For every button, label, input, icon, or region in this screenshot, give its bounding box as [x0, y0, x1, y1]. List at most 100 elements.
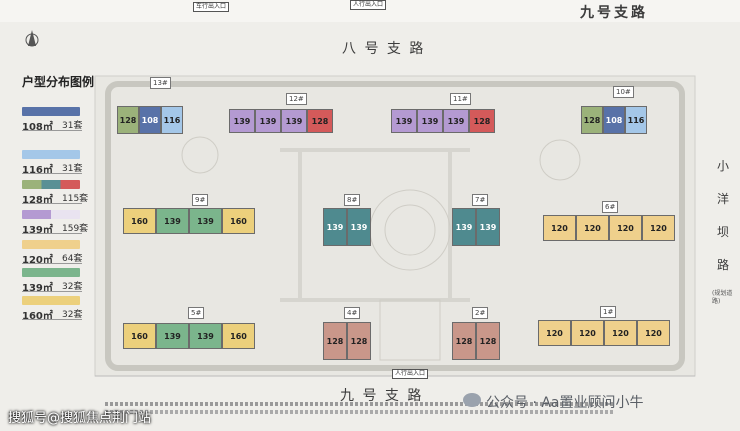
legend-divider [22, 291, 82, 292]
footer-text-line [105, 402, 615, 406]
unit-block[interactable]: 139 [443, 109, 469, 133]
legend-count: 159套 [62, 224, 89, 234]
unit-block[interactable]: 116 [161, 106, 183, 134]
road-east-char: 坝 [716, 225, 729, 239]
tower-number-tag: 13# [150, 77, 171, 89]
road-topright-label: 九号支路 [580, 5, 648, 21]
watermark-bottom-left: 搜狐号@搜狐焦点荆门站 [8, 411, 152, 426]
road-east-char: 小 [716, 159, 729, 173]
tower-number-tag: 8# [344, 194, 361, 206]
unit-block[interactable]: 139 [156, 208, 189, 234]
pedestrian-entrance-top-label: 人行出入口 [350, 0, 387, 10]
unit-block[interactable]: 139 [189, 323, 222, 349]
tower-number-tag: 4# [344, 307, 361, 319]
unit-block[interactable]: 120 [642, 215, 675, 241]
legend-area: 120㎡ [22, 255, 53, 266]
unit-block[interactable]: 128 [307, 109, 333, 133]
road-east-note: (规划道路) [712, 290, 733, 305]
watermark-bottom-right: 公众号 · Aa置业顾问小牛 [486, 395, 644, 411]
unit-block[interactable]: 128 [476, 322, 500, 360]
legend-count: 64套 [62, 254, 83, 264]
tower-number-tag: 11# [450, 93, 471, 105]
unit-block[interactable]: 139 [452, 208, 476, 246]
unit-block[interactable]: 160 [123, 323, 156, 349]
tower-number-tag: 2# [472, 307, 489, 319]
footer-text-line [105, 410, 615, 414]
unit-block[interactable]: 128 [581, 106, 603, 134]
legend-count: 31套 [62, 164, 83, 174]
legend-swatch [22, 150, 80, 159]
legend-title: 户型分布图例 [22, 75, 95, 89]
legend-divider [22, 233, 82, 234]
tower-number-tag: 12# [286, 93, 307, 105]
unit-block[interactable]: 128 [347, 322, 371, 360]
unit-block[interactable]: 128 [323, 322, 347, 360]
legend-area: 116㎡ [22, 165, 53, 176]
legend-count: 32套 [62, 310, 83, 320]
legend-count: 32套 [62, 282, 83, 292]
road-north-label: 八 号 支 路 [342, 41, 426, 57]
legend-area: 139㎡ [22, 225, 53, 236]
legend-item: 116㎡ 31套 [22, 150, 82, 176]
unit-block[interactable]: 120 [604, 320, 637, 346]
unit-block[interactable]: 120 [609, 215, 642, 241]
unit-block[interactable]: 139 [417, 109, 443, 133]
unit-block[interactable]: 139 [281, 109, 307, 133]
unit-block[interactable]: 139 [229, 109, 255, 133]
legend-divider [22, 263, 82, 264]
unit-block[interactable]: 120 [538, 320, 571, 346]
unit-block[interactable]: 139 [156, 323, 189, 349]
legend-divider [22, 203, 82, 204]
road-east-label: 小 洋 坝 路 [716, 150, 730, 282]
unit-block[interactable]: 128 [452, 322, 476, 360]
road-south-label: 九 号 支 路 [340, 388, 424, 404]
road-east-char: 洋 [716, 192, 729, 206]
legend-divider [22, 173, 82, 174]
footer-disclaimer [105, 402, 615, 414]
legend-item: 139㎡ 159套 [22, 210, 88, 236]
tower-number-tag: 10# [613, 86, 634, 98]
unit-block[interactable]: 120 [571, 320, 604, 346]
vehicle-entrance-label: 车行出入口 [193, 2, 230, 12]
unit-block[interactable]: 120 [576, 215, 609, 241]
tower-number-tag: 9# [192, 194, 209, 206]
unit-block[interactable]: 139 [323, 208, 347, 246]
unit-block[interactable]: 139 [391, 109, 417, 133]
legend-swatch [22, 107, 80, 116]
legend-divider [22, 130, 82, 131]
unit-block[interactable]: 120 [637, 320, 670, 346]
unit-block[interactable]: 128 [117, 106, 139, 134]
unit-block[interactable]: 116 [625, 106, 647, 134]
unit-block[interactable]: 108 [603, 106, 625, 134]
pedestrian-entrance-bottom-label: 人行出入口 [392, 369, 429, 379]
tower-number-tag: 6# [602, 201, 619, 213]
legend-swatch [22, 180, 80, 189]
legend-swatch [22, 268, 80, 277]
legend-swatch [22, 296, 80, 305]
unit-block[interactable]: 120 [543, 215, 576, 241]
legend-count: 115套 [62, 194, 89, 204]
unit-block[interactable]: 128 [469, 109, 495, 133]
unit-block[interactable]: 139 [476, 208, 500, 246]
unit-block[interactable]: 160 [123, 208, 156, 234]
legend-divider [22, 319, 82, 320]
unit-block[interactable]: 108 [139, 106, 161, 134]
tower-number-tag: 5# [188, 307, 205, 319]
tower-number-tag: 7# [472, 194, 489, 206]
unit-block[interactable]: 160 [222, 208, 255, 234]
legend-swatch [22, 240, 80, 249]
unit-block[interactable]: 160 [222, 323, 255, 349]
unit-block[interactable]: 139 [189, 208, 222, 234]
legend-area: 160㎡ [22, 311, 53, 322]
tower-number-tag: 1# [600, 306, 617, 318]
wechat-icon [463, 393, 481, 407]
legend-item: 120㎡ 64套 [22, 240, 82, 266]
unit-block[interactable]: 139 [255, 109, 281, 133]
legend-area: 108㎡ [22, 122, 53, 133]
legend-swatch [22, 210, 80, 219]
unit-block[interactable]: 139 [347, 208, 371, 246]
